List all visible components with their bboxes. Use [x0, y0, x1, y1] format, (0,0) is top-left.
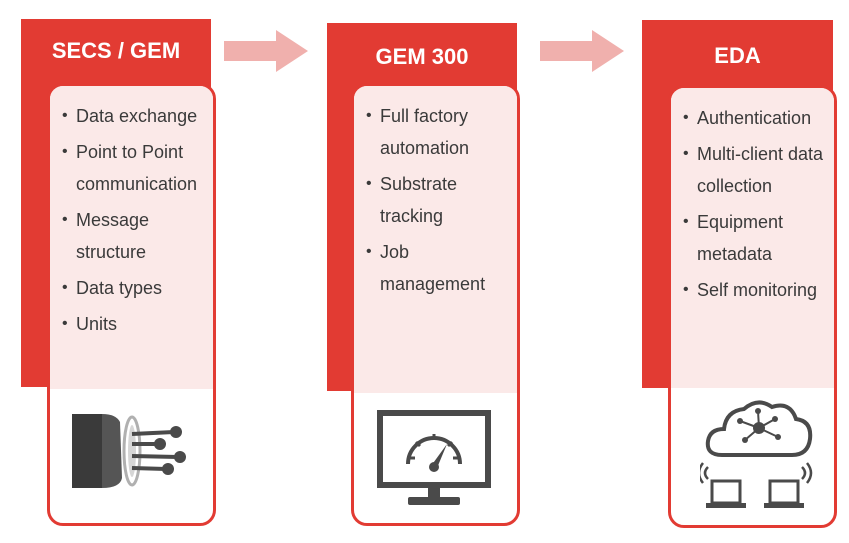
list-eda: Authentication Multi-client data collect…: [681, 102, 828, 310]
list-item: Full factory automation: [364, 100, 511, 164]
arrow-right-icon: [224, 30, 308, 72]
list-item: Job management: [364, 236, 511, 300]
list-item: Units: [60, 308, 207, 340]
monitor-gauge-icon: [377, 410, 491, 505]
title-secs-gem: SECS / GEM: [51, 38, 181, 63]
title-gem-300: GEM 300: [375, 44, 469, 69]
list-item: Equipment metadata: [681, 206, 828, 270]
cloud-network-laptops-icon: [700, 400, 813, 508]
title-eda: EDA: [714, 43, 761, 68]
list-item: Message structure: [60, 204, 207, 268]
list-item: Substrate tracking: [364, 168, 511, 232]
list-gem-300: Full factory automation Substrate tracki…: [364, 100, 511, 304]
list-item: Multi-client data collection: [681, 138, 828, 202]
card-secs-gem: Data exchange Point to Point communicati…: [47, 83, 216, 526]
arrow-right-icon: [540, 30, 624, 72]
fiber-optic-cable-icon: [72, 414, 186, 488]
list-item: Data exchange: [60, 100, 207, 132]
list-secs-gem: Data exchange Point to Point communicati…: [60, 100, 207, 344]
list-item: Authentication: [681, 102, 828, 134]
list-item: Data types: [60, 272, 207, 304]
list-item: Self monitoring: [681, 274, 828, 306]
list-item: Point to Point communication: [60, 136, 207, 200]
